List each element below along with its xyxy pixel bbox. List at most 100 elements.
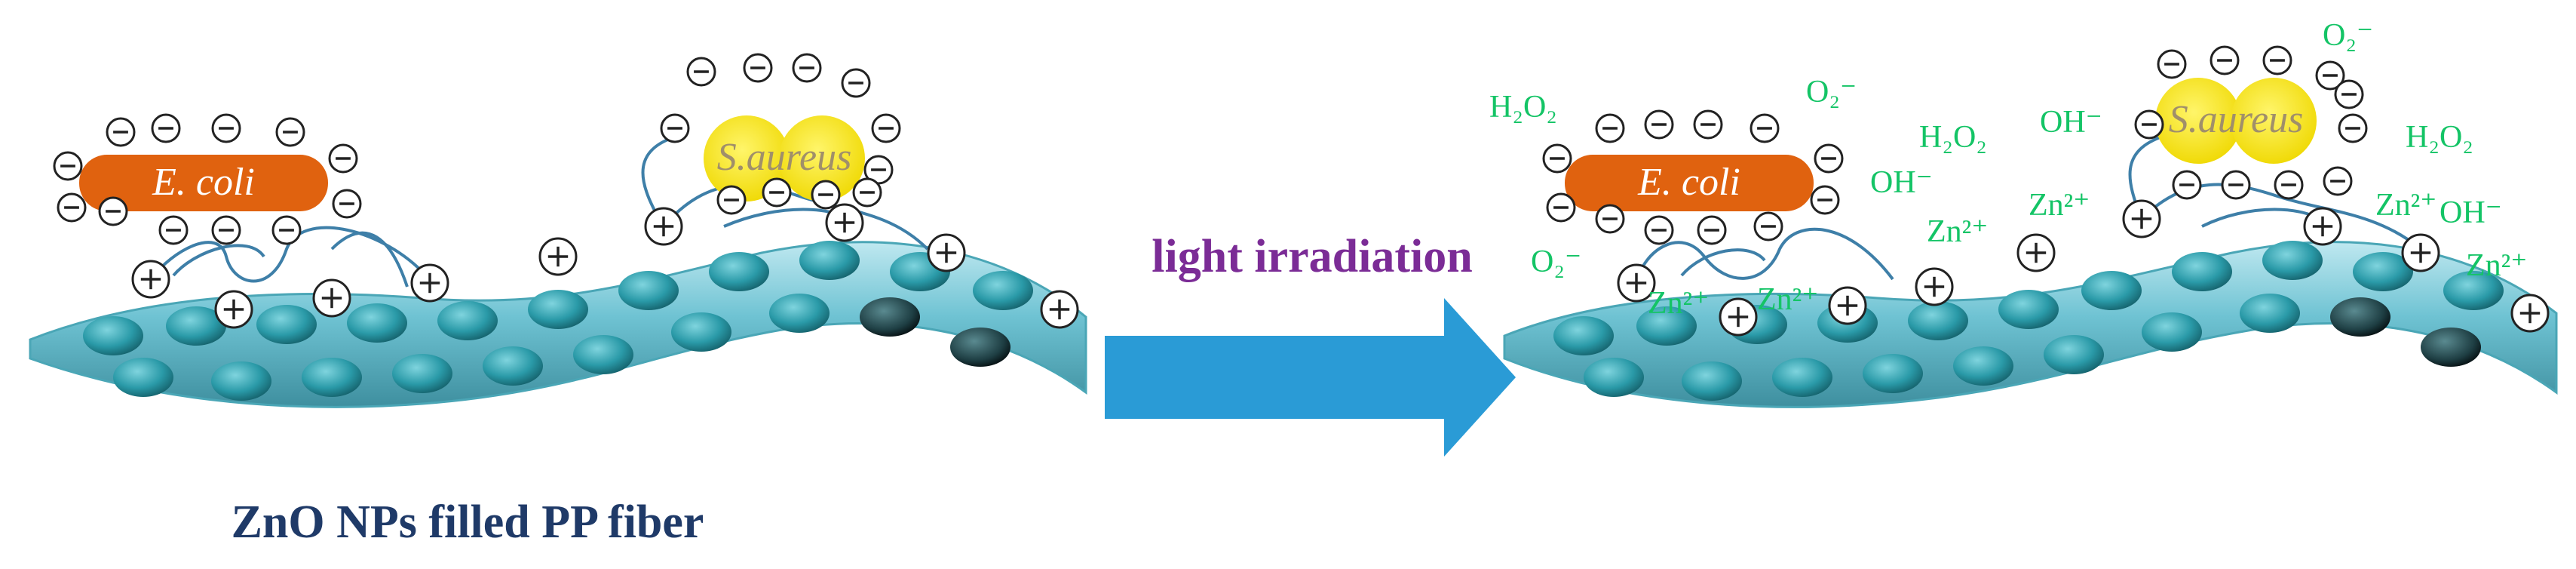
o2-radical-label-2: O₂⁻ — [2323, 18, 2373, 53]
negative-charge-icon — [1542, 143, 1572, 174]
positive-charge-icon — [644, 207, 683, 246]
zno-nanoparticle — [2142, 312, 2202, 352]
positive-charge-icon — [312, 278, 351, 318]
negative-charge-icon — [1814, 143, 1844, 174]
zno-nanoparticle — [1953, 346, 2013, 386]
zno-nanoparticle — [211, 361, 271, 401]
negative-charge-icon — [792, 53, 822, 83]
negative-charge-icon — [1697, 215, 1727, 245]
zno-nanoparticle — [347, 303, 407, 343]
positive-charge-icon — [538, 237, 578, 276]
positive-charge-icon — [2303, 207, 2342, 246]
ecoli-right: E. coli — [1565, 155, 1814, 211]
zinc-ion-label-2: Zn²⁺ — [1927, 214, 1988, 249]
zno-nanoparticle — [2421, 328, 2481, 367]
left-fiber-nanoparticles — [83, 241, 1033, 401]
negative-charge-icon — [1753, 211, 1783, 241]
h2o2-label-2: H₂O₂ — [1919, 120, 1987, 155]
charge-symbols — [53, 45, 2550, 337]
zno-nanoparticle — [1863, 354, 1923, 393]
negative-charge-icon — [1644, 215, 1674, 245]
ecoli-left: E. coli — [79, 155, 328, 211]
zno-nanoparticle — [573, 335, 633, 374]
negative-charge-icon — [2338, 113, 2368, 143]
negative-charge-icon — [2323, 166, 2353, 196]
negative-charge-icon — [871, 113, 901, 143]
zno-nanoparticle — [483, 346, 543, 386]
zno-nanoparticle — [618, 271, 679, 310]
negative-charge-icon — [98, 196, 128, 226]
zno-nanoparticle — [1584, 358, 1644, 397]
zno-nanoparticle — [113, 358, 173, 397]
negative-charge-icon — [332, 189, 362, 219]
negative-charge-icon — [2157, 49, 2187, 79]
zinc-ion-label-1: Zn²⁺ — [2029, 188, 2090, 223]
zinc-ion-label-3: Zn²⁺ — [2375, 188, 2436, 223]
arrow-label: light irradiation — [1152, 231, 1472, 282]
zno-nanoparticle — [950, 328, 1010, 367]
negative-charge-icon — [1644, 109, 1674, 140]
negative-charge-icon — [1546, 192, 1576, 223]
negative-charge-icon — [1810, 185, 1840, 215]
negative-charge-icon — [106, 117, 136, 147]
positive-charge-icon — [825, 203, 864, 242]
negative-charge-icon — [2210, 45, 2240, 75]
negative-charge-icon — [57, 192, 87, 223]
zno-nanoparticle — [528, 290, 588, 329]
negative-charge-icon — [2334, 79, 2364, 109]
positive-charge-icon — [1915, 267, 1954, 306]
zno-nanoparticle — [709, 252, 769, 291]
negative-charge-icon — [660, 113, 690, 143]
positive-charge-icon — [214, 290, 253, 329]
o2-radical-label-3: O₂⁻ — [1531, 245, 1581, 279]
reactive-species: H₂O₂ O₂⁻ H₂O₂ OH⁻ O₂⁻ H₂O₂ OH⁻ Zn²⁺ Zn²⁺… — [1489, 18, 2527, 321]
negative-charge-icon — [2262, 45, 2292, 75]
zno-nanoparticle — [392, 354, 452, 393]
saureus-left: S.aureus — [704, 115, 865, 201]
zno-nanoparticle — [1553, 316, 1614, 355]
positive-charge-icon — [2122, 199, 2161, 238]
zno-nanoparticle — [2172, 252, 2232, 291]
positive-charge-icon — [2510, 294, 2550, 333]
zno-nanoparticle — [2081, 271, 2142, 310]
zno-nanoparticle — [2240, 294, 2300, 333]
positive-charge-icon — [410, 263, 449, 303]
zno-nanoparticle — [166, 306, 226, 346]
negative-charge-icon — [762, 177, 792, 208]
negative-charge-icon — [863, 155, 894, 185]
negative-charge-icon — [2221, 170, 2251, 200]
zno-nanoparticle — [769, 294, 830, 333]
negative-charge-icon — [2274, 170, 2304, 200]
hydroxide-label-3: OH⁻ — [2440, 195, 2502, 230]
fiber-caption: ZnO NPs filled PP fiber — [232, 497, 704, 548]
saureus-right: S.aureus — [2155, 78, 2317, 164]
negative-charge-icon — [158, 215, 189, 245]
zno-nanoparticle — [1682, 361, 1742, 401]
positive-charge-icon — [131, 260, 170, 299]
o2-radical-label-1: O₂⁻ — [1806, 75, 1857, 109]
negative-charge-icon — [53, 151, 83, 181]
positive-charge-icon — [1040, 290, 1079, 329]
negative-charge-icon — [1595, 204, 1625, 234]
hydroxide-label-1: OH⁻ — [2040, 105, 2102, 140]
positive-charge-icon — [1719, 297, 1758, 337]
process-arrow — [1105, 298, 1516, 457]
zno-nanoparticle — [1636, 306, 1697, 346]
zno-nanoparticle — [1998, 290, 2059, 329]
zno-nanoparticle — [973, 271, 1033, 310]
negative-charge-icon — [271, 215, 302, 245]
negative-charge-icon — [716, 185, 747, 215]
zno-nanoparticle — [799, 241, 860, 280]
zno-nanoparticle — [83, 316, 143, 355]
positive-charge-icon — [1617, 263, 1656, 303]
negative-charge-icon — [811, 180, 841, 210]
negative-charge-icon — [1595, 113, 1625, 143]
negative-charge-icon — [2134, 109, 2164, 140]
negative-charge-icon — [743, 53, 773, 83]
negative-charge-icon — [328, 143, 358, 174]
negative-charge-icon — [1750, 113, 1780, 143]
hydroxide-label-2: OH⁻ — [1870, 165, 1933, 200]
negative-charge-icon — [2172, 170, 2202, 200]
zno-nanoparticle — [302, 358, 362, 397]
